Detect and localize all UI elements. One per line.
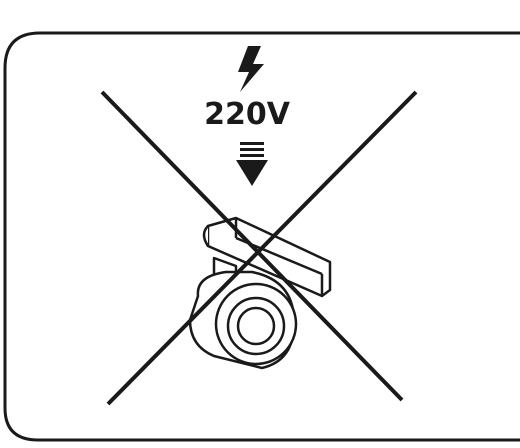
cross-x-icon xyxy=(100,90,418,406)
track-spotlight-icon xyxy=(188,216,332,370)
voltage-label: 220V xyxy=(204,97,291,132)
lightning-bolt-icon xyxy=(238,46,264,92)
diagram-frame xyxy=(3,31,520,442)
down-arrow-icon xyxy=(236,142,268,186)
